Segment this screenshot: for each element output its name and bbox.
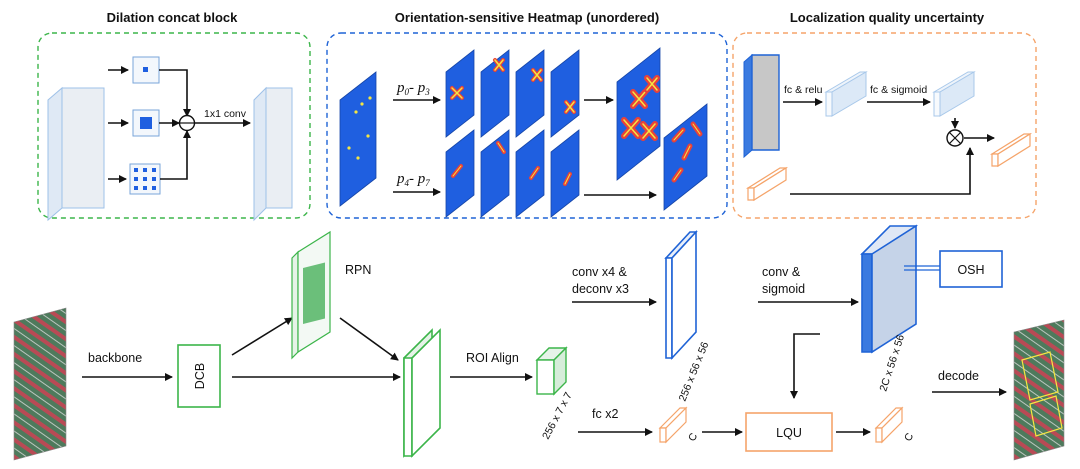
dcb-module-box xyxy=(177,344,221,408)
lqu-fc-relu-label: fc & relu xyxy=(784,84,823,96)
roi-feature-map xyxy=(403,328,441,458)
rpn-label: RPN xyxy=(345,263,371,277)
dcb-branch-top xyxy=(132,56,160,84)
lqu-hidden-vector xyxy=(824,71,868,117)
conv-deconv-label-2: deconv x3 xyxy=(572,282,629,296)
lqu-multiply-circle xyxy=(946,129,964,147)
roi-pooled-cube xyxy=(535,346,568,396)
osh-top-heatmap-3 xyxy=(550,49,580,138)
osh-bottom-merged-heatmap xyxy=(663,103,708,211)
rpn-feature-map xyxy=(291,230,331,360)
dcb-module-label: DCB xyxy=(193,363,207,389)
osh-output-box xyxy=(939,250,1003,288)
osh-bottom-heatmap-3 xyxy=(550,129,580,218)
osh-top-heatmap-1 xyxy=(480,49,510,138)
lqu-vector-c-label: C xyxy=(902,431,916,444)
dcb-panel-title: Dilation concat block xyxy=(107,10,239,25)
dcb-branch-bottom xyxy=(129,163,161,195)
osh-top-heatmap-2 xyxy=(515,49,545,138)
conv-deconv-label-1: conv x4 & xyxy=(572,265,628,279)
lqu-module-box xyxy=(745,412,833,452)
osh-top-heatmap-0 xyxy=(445,49,475,138)
lqu-input-feature xyxy=(743,53,780,159)
lqu-module-label: LQU xyxy=(776,426,802,440)
mask-feature-dims: 256 x 56 x 56 xyxy=(677,340,712,403)
osh-bottom-heatmap-1 xyxy=(480,129,510,218)
osh-panel-border xyxy=(326,32,728,219)
osh-bottom-heatmap-2 xyxy=(515,129,545,218)
conv-sigmoid-label-2: sigmoid xyxy=(762,282,805,296)
osh-input-heatmap xyxy=(339,71,377,207)
dcb-input-feature-map xyxy=(47,86,105,222)
output-aerial-image xyxy=(1013,319,1065,461)
fc-x2-label: fc x2 xyxy=(592,407,618,421)
backbone-label: backbone xyxy=(88,351,142,365)
roi-align-label: ROI Align xyxy=(466,351,519,365)
conv-sigmoid-label-1: conv & xyxy=(762,265,801,279)
dcb-conv-label: 1x1 conv xyxy=(204,108,247,120)
osh-panel-title: Orientation-sensitive Heatmap (unordered… xyxy=(395,10,659,25)
fc-output-vector xyxy=(658,406,688,444)
mask-feature-map xyxy=(664,229,698,361)
osh-output-label: OSH xyxy=(957,263,984,277)
osh-bottom-heatmap-0 xyxy=(445,129,475,218)
dcb-output-feature-map xyxy=(253,86,293,222)
dcb-panel-border xyxy=(37,32,311,219)
osh-top-range-label: p0- p3 xyxy=(396,80,430,97)
lqu-panel-title: Localization quality uncertainty xyxy=(790,10,985,25)
osh-top-merged-heatmap xyxy=(616,47,661,181)
osh-bottom-range-label: p4- p7 xyxy=(396,171,430,188)
fc-vector-c-label: C xyxy=(686,431,700,444)
lqu-sigmoid-vector xyxy=(932,71,976,117)
dcb-concat-circle xyxy=(178,114,196,132)
lqu-output-feature-vector xyxy=(874,406,904,444)
dcb-branch-mid xyxy=(132,109,160,137)
roi-dims-label: 256 x 7 x 7 xyxy=(540,390,575,441)
input-aerial-image xyxy=(13,307,67,461)
lqu-input-vector xyxy=(745,166,789,202)
lqu-output-vector xyxy=(989,132,1033,168)
decode-label: decode xyxy=(938,369,979,383)
heatmap-output-map xyxy=(860,224,918,354)
lqu-fc-sigmoid-label: fc & sigmoid xyxy=(870,84,927,96)
lqu-panel-border xyxy=(732,32,1037,219)
